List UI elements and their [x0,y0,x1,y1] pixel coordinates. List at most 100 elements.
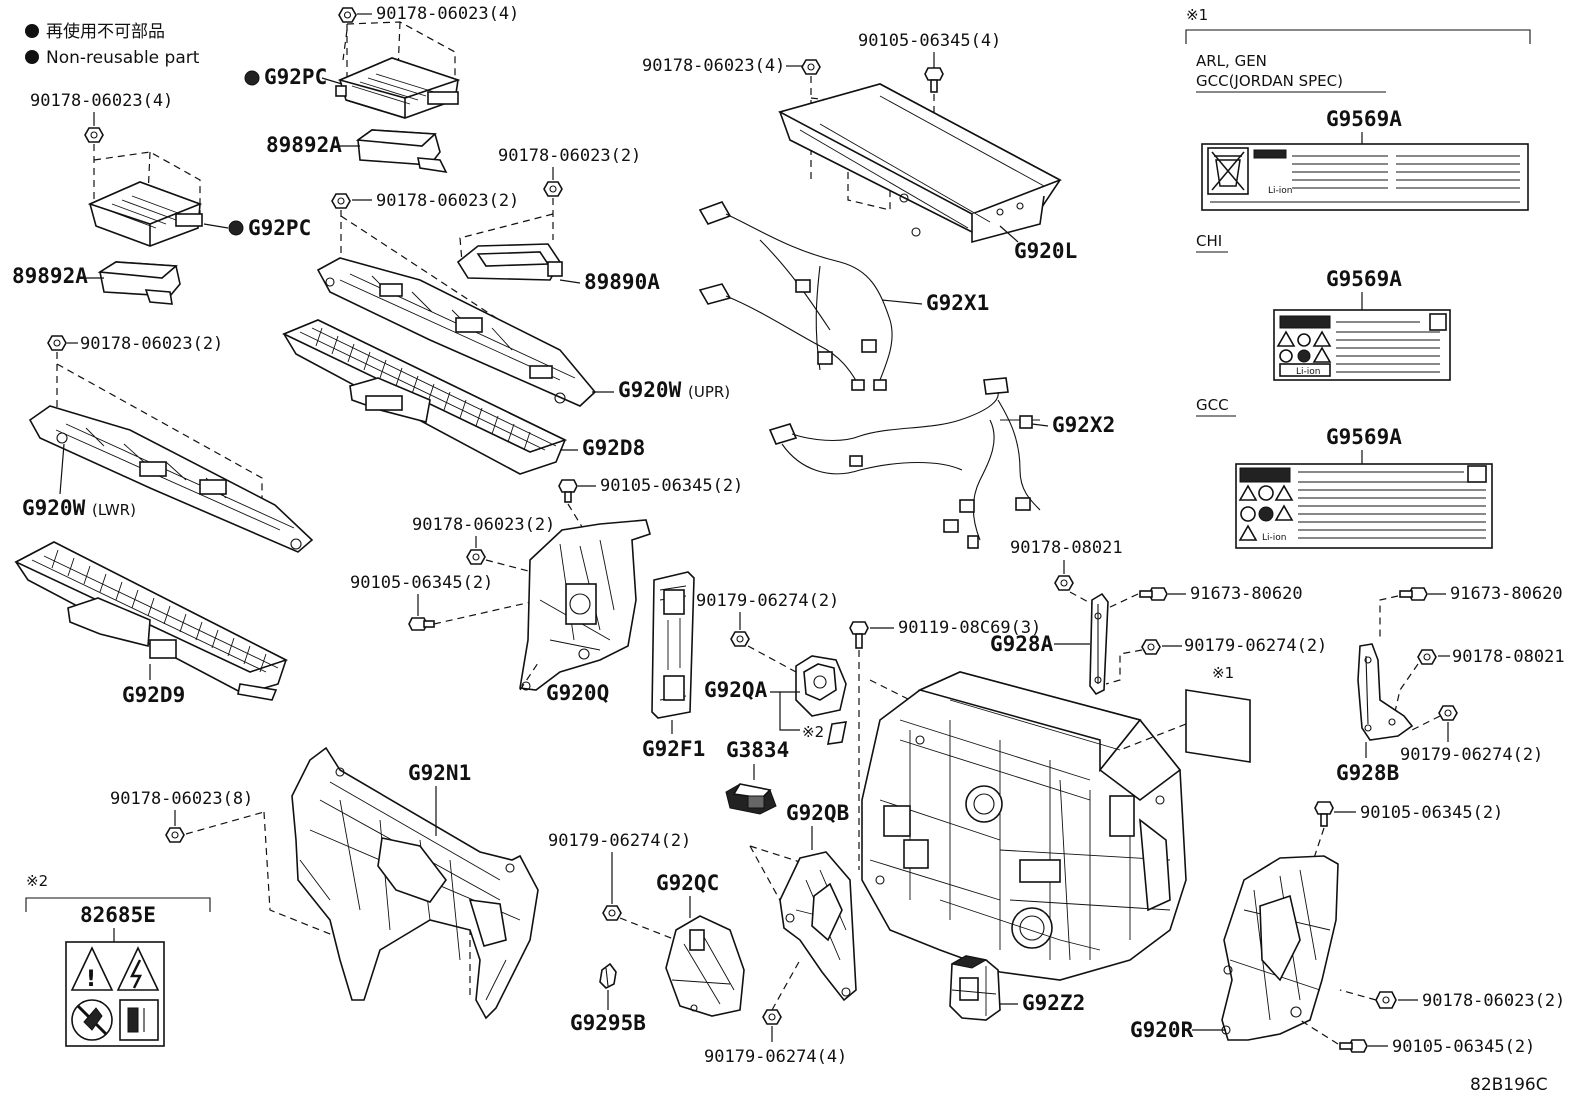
nut-icon [1054,575,1074,591]
part-label-89892a: 89892A [266,133,342,157]
ecu-89892a-left [97,261,181,305]
manual-icon [119,999,159,1041]
fastener-label: 90178-06023(8) [110,789,253,809]
fastener-label: 91673-80620 [1190,584,1303,604]
fastener-label: 90105-06345(2) [1360,803,1503,823]
li-ion-text: Li-ion [1268,186,1292,196]
nut-icon [602,905,622,921]
label-d: G9569A [1326,425,1402,449]
nut-icon [165,827,185,843]
part-label-g920w-upr: G920W [618,378,682,402]
fastener-label: 90179-06274(2) [696,591,839,611]
block-g92z2 [949,955,1001,1021]
ecu-89890a [456,243,563,281]
bracket-g928b [1357,643,1414,741]
part-note-lwr: (LWR) [92,501,136,519]
fastener-label: 90105-06345(2) [350,573,493,593]
fastener-label: 90179-06274(2) [548,831,691,851]
label-a: G9569A [1326,107,1402,131]
fastener-label: 90178-08021 [1452,647,1565,667]
duct-g92d8 [282,319,568,475]
fastener-label: 90178-06023(2) [376,191,519,211]
fastener-label: 90119-08C69(3) [898,618,1041,638]
part-label-g920w-lwr: G920W [22,496,86,520]
warning-triangle-icon [70,946,114,991]
nut-icon [1438,705,1458,721]
bolt-icon [1399,587,1428,601]
label-plate [1185,689,1251,763]
sensor-g3834 [725,783,777,815]
fastener-label: 90178-06023(2) [80,334,223,354]
inset-82685e: ※2 82685E ! [25,872,211,1047]
legend-en: Non-reusable part [46,48,200,68]
nut-icon [84,127,104,143]
prohibit-icon [1297,333,1311,347]
non-reusable-dot-icon [25,50,39,64]
part-label-g9295b: G9295B [570,1011,646,1035]
g92pc-left-group: 90178-06023(4) G92PC 89892A [12,91,311,305]
bracket-g920r [1221,855,1339,1041]
bolt-icon [1314,801,1334,827]
wire-harness-g92x1: G92X1 [698,201,989,391]
nut-icon [1417,649,1437,665]
region-d: GCC [1196,396,1229,414]
frame-g92n1 [291,746,539,1020]
bracket-g928a [1089,592,1109,696]
fastener-label: 91673-80620 [1450,584,1563,604]
part-label-g928b: G928B [1336,761,1399,785]
bolt-icon [408,617,435,631]
g92qb-group: G92QB 90179-06274(4) [704,801,857,1067]
note-mark-2: ※2 [802,723,824,741]
g92pc-top-group: 90178-06023(4) G92PC 89892A [244,4,519,174]
fastener-label: 90178-06023(4) [642,56,785,76]
cover-g92qb [779,851,857,1002]
svg-text:!: ! [86,967,96,992]
bolt-icon [1139,587,1168,601]
bolt-icon [849,621,869,649]
fastener-label: 90178-06023(2) [498,146,641,166]
wire-harness-g92x2: G92X2 [768,377,1115,549]
legend: 再使用不可部品 Non-reusable part [25,21,200,68]
label-c: G9569A [1326,267,1402,291]
part-label-g92qc: G92QC [656,871,719,895]
bolt-icon [1339,1039,1368,1053]
part-label-89892a: 89892A [12,264,88,288]
bolt-icon [558,479,578,503]
g928a-group: 90178-08021 G928A 91673-80620 90179-0627… [990,538,1327,696]
bin-icon [1214,155,1242,187]
g920r-group: 90105-06345(2) G920R 90178-06023(2) 9010… [1130,801,1565,1057]
nut-icon [543,181,563,197]
legend-jp: 再使用不可部品 [46,21,165,42]
lower-tray-group: 90178-06023(2) G920W (LWR) G92D9 [14,334,314,707]
part-label-g3834: G3834 [726,738,789,762]
note-mark-1: ※1 [1212,664,1234,682]
region-a: ARL, GEN [1196,52,1267,70]
g92qa-group: 90179-06274(2) G92QA ※2 G3834 [696,591,848,815]
part-label-g920l: G920L [1014,239,1077,263]
g92pc-module-top [335,57,461,119]
g92pc-module-left [87,181,203,247]
bolt-icon [924,67,944,93]
fastener-label: 90178-06023(2) [412,515,555,535]
high-voltage-icon [116,946,160,991]
g92qc-group: 90179-06274(2) G92QC G9295B [548,831,745,1035]
nut-icon [1375,991,1397,1009]
clip-g9295b [599,962,617,989]
li-ion-text: Li-ion [1296,367,1320,377]
fastener-label: 90105-06345(4) [858,31,1001,51]
filter-g92f1: G92F1 [642,571,705,761]
bracket-g920q-group: 90105-06345(2) 90178-06023(2) 90105-0634… [350,476,743,705]
inset1-mark: ※1 [1186,6,1208,24]
warning-label-82685e: ! [65,941,165,1047]
warning-triangle-icon [1238,484,1258,501]
g928b-group: 91673-80620 90178-08021 G928B 90179-0627… [1336,584,1565,785]
fastener-label: 90178-06023(4) [30,91,173,111]
cover-g920l [777,83,1062,244]
fastener-label: 90179-06274(2) [1184,636,1327,656]
inset2-label: 82685E [80,903,156,927]
caution-label-c: Li-ion [1273,309,1451,381]
part-label-g92d9: G92D9 [122,683,185,707]
nut-icon [47,335,67,351]
bracket-g920q [519,519,651,691]
